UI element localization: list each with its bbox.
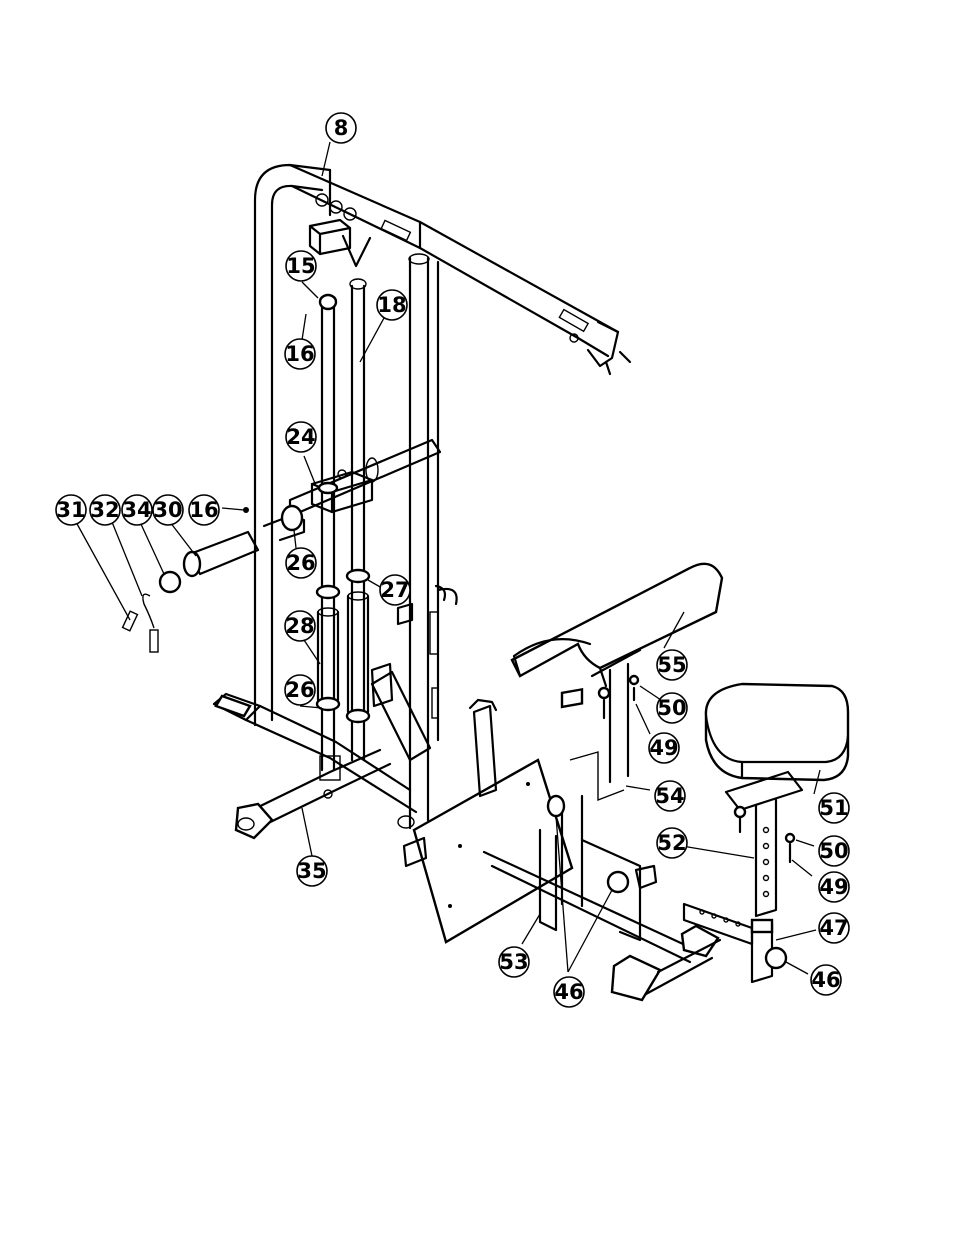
callout-16a-label: 16	[285, 342, 314, 366]
callout-50a: 50	[656, 692, 688, 724]
callout-26a: 26	[285, 547, 317, 579]
preacher-pad-drawing	[510, 562, 724, 802]
callout-26a-label: 26	[286, 551, 315, 575]
callout-24-label: 24	[286, 425, 315, 449]
callout-35: 35	[296, 855, 328, 887]
callout-50b-label: 50	[819, 839, 848, 863]
callout-53: 53	[498, 946, 530, 978]
callout-35-label: 35	[297, 859, 326, 883]
callout-54-label: 54	[655, 784, 684, 808]
callout-46b: 46	[553, 976, 585, 1008]
callout-28: 28	[284, 610, 316, 642]
callout-55-label: 55	[657, 653, 686, 677]
callout-31-label: 31	[56, 498, 85, 522]
callout-8: 8	[325, 112, 357, 144]
callout-16b-label: 16	[189, 498, 218, 522]
callout-27-label: 27	[380, 578, 409, 602]
callout-49b: 49	[818, 871, 850, 903]
callout-31: 31	[55, 494, 87, 526]
callout-46b-label: 46	[554, 980, 583, 1004]
callout-18-label: 18	[377, 293, 406, 317]
callout-51: 51	[818, 792, 850, 824]
callout-46a-label: 46	[811, 968, 840, 992]
main-frame-drawing	[121, 163, 632, 840]
seat-base-drawing	[402, 687, 788, 1002]
callout-52: 52	[656, 827, 688, 859]
callout-24: 24	[285, 421, 317, 453]
callout-16b: 16	[188, 494, 220, 526]
callout-47-label: 47	[819, 916, 848, 940]
callout-46a: 46	[810, 964, 842, 996]
callout-50b: 50	[818, 835, 850, 867]
callout-55: 55	[656, 649, 688, 681]
seat-pad-drawing	[704, 682, 850, 918]
callout-8-label: 8	[334, 116, 349, 140]
callout-34: 34	[121, 494, 153, 526]
callout-51-label: 51	[819, 796, 848, 820]
callout-34-label: 34	[122, 498, 151, 522]
callout-26b: 26	[284, 674, 316, 706]
leader-lines	[75, 141, 821, 975]
callout-16a: 16	[284, 338, 316, 370]
callout-26b-label: 26	[285, 678, 314, 702]
callout-54: 54	[654, 780, 686, 812]
callout-49a: 49	[648, 732, 680, 764]
callout-30: 30	[152, 494, 184, 526]
callout-49a-label: 49	[649, 736, 678, 760]
callout-52-label: 52	[657, 831, 686, 855]
callout-32: 32	[89, 494, 121, 526]
callout-30-label: 30	[153, 498, 182, 522]
callout-32-label: 32	[90, 498, 119, 522]
callout-28-label: 28	[285, 614, 314, 638]
callout-50a-label: 50	[657, 696, 686, 720]
callout-18: 18	[376, 289, 408, 321]
callouts: 8 15 16 18 24 31 32 34 30 16 26 27 28 26…	[55, 112, 850, 1008]
callout-49b-label: 49	[819, 875, 848, 899]
callout-47: 47	[818, 912, 850, 944]
callout-15: 15	[285, 250, 317, 282]
callout-53-label: 53	[499, 950, 528, 974]
callout-27: 27	[379, 574, 411, 606]
callout-15-label: 15	[286, 254, 315, 278]
